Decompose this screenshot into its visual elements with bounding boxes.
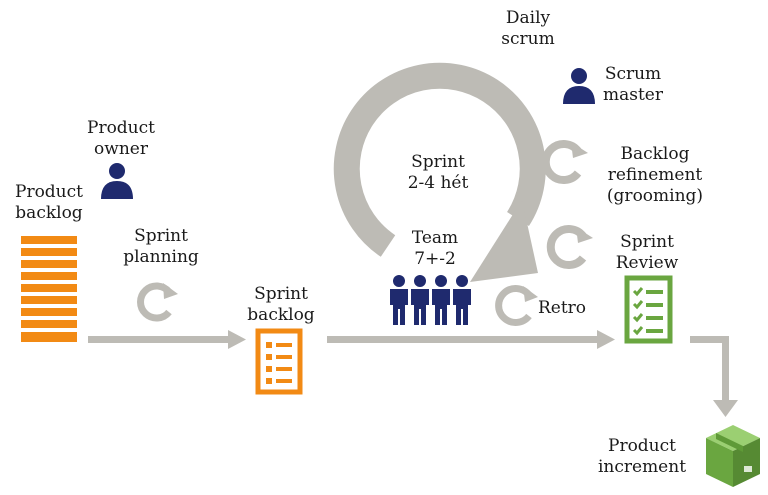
backlog-refinement-label: Backlog refinement (grooming) bbox=[606, 144, 704, 206]
sprint-review-icon bbox=[624, 275, 673, 344]
daily-scrum-label: Daily scrum bbox=[501, 8, 555, 49]
daily-cycle-icon bbox=[541, 140, 588, 184]
sprint-duration-label: Sprint 2-4 hét bbox=[407, 152, 469, 193]
arrow-backlog-to-sprint-backlog-head bbox=[228, 330, 246, 349]
refinement-cycle-icon bbox=[546, 225, 593, 269]
scrum-master-label: Scrum master bbox=[603, 64, 663, 105]
product-owner-person-icon bbox=[101, 163, 133, 199]
sprint-planning-label: Sprint planning bbox=[123, 226, 199, 267]
product-backlog-icon bbox=[21, 236, 77, 342]
planning-cycle-icon bbox=[137, 282, 178, 322]
flow-arrows bbox=[88, 330, 738, 417]
retro-cycle-icon bbox=[495, 285, 538, 326]
arrow-sprint-to-review-head bbox=[597, 330, 615, 349]
team-group-icon bbox=[390, 275, 471, 325]
product-increment-box-icon bbox=[706, 425, 760, 487]
retro-label: Retro bbox=[537, 298, 587, 318]
team-size-label: Team 7+-2 bbox=[411, 228, 459, 269]
product-increment-label: Product increment bbox=[597, 436, 687, 477]
product-owner-label: Product owner bbox=[87, 118, 155, 159]
scrum-master-person-icon bbox=[563, 68, 595, 104]
arrow-backlog-to-sprint-backlog-shaft bbox=[88, 336, 230, 343]
sprint-backlog-icon bbox=[255, 328, 303, 395]
sprint-cycle-arrow bbox=[333, 62, 546, 282]
arrow-sprint-to-review-shaft bbox=[327, 336, 599, 343]
sprint-review-label: Sprint Review bbox=[615, 232, 679, 273]
sprint-backlog-label: Sprint backlog bbox=[247, 284, 315, 325]
product-backlog-label: Product backlog bbox=[15, 182, 83, 223]
arrow-review-to-increment bbox=[690, 336, 738, 417]
